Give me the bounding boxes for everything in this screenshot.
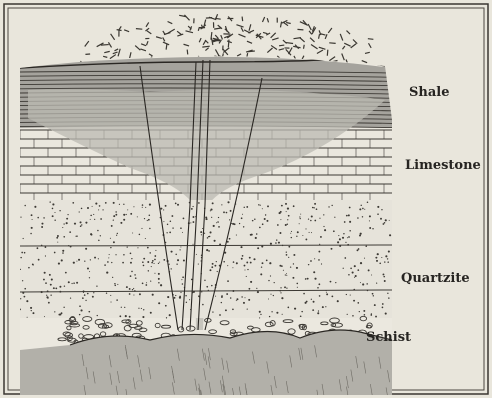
shale-label: Shale [409,86,449,99]
quartzite-label: Quartzite [401,272,470,285]
limestone-label: Limestone [405,159,481,172]
schist-label: Schist [366,331,411,344]
